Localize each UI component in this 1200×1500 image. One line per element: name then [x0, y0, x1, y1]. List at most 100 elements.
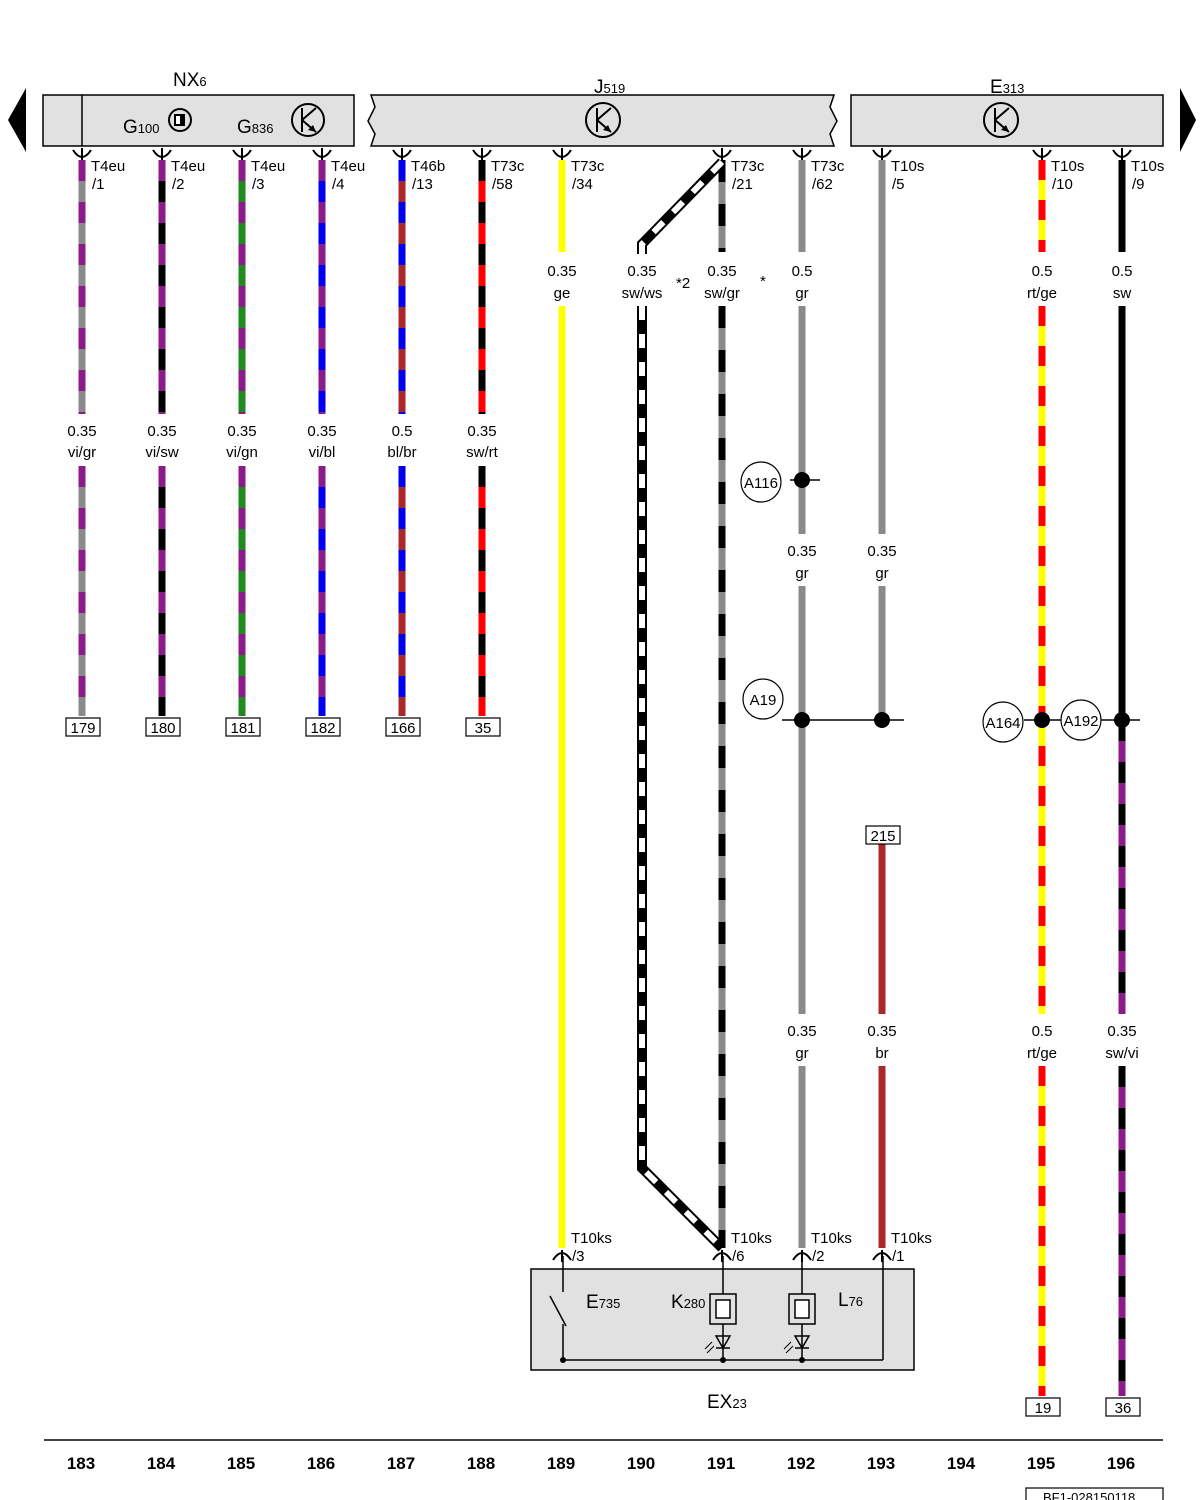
- svg-text:E735: E735: [586, 1292, 620, 1313]
- svg-text:E313: E313: [990, 77, 1024, 98]
- nx6-sub: 6: [199, 74, 206, 89]
- wire-outline: [637, 158, 726, 254]
- g836-label: G: [237, 117, 252, 138]
- pin-num: /2: [172, 176, 185, 193]
- pin-conn: T73c: [571, 158, 605, 175]
- triangle-right-icon[interactable]: [1180, 88, 1196, 152]
- pin-conn: T10ks: [571, 1230, 612, 1247]
- connector-pin-icon: [712, 1250, 732, 1262]
- pin-num: /21: [732, 176, 753, 193]
- ref-box: 180: [150, 720, 175, 737]
- svg-text:J519: J519: [594, 77, 625, 98]
- pin-conn: T4eu: [251, 158, 285, 175]
- ex23-sub: 23: [732, 1396, 746, 1411]
- pin-num: /1: [892, 1248, 905, 1265]
- splice-dot: [1114, 712, 1130, 728]
- svg-text:T73c/34: T73c/34: [571, 158, 605, 193]
- wire-color: vi/gr: [68, 444, 96, 461]
- wire-outline: [637, 306, 726, 1252]
- component-nx6: NX6 G100 G836: [42, 70, 355, 147]
- wire-color: sw/gr: [704, 285, 740, 302]
- lamp-icon: [783, 1256, 816, 1360]
- column-number: 185: [227, 1454, 255, 1473]
- wire-color: vi/bl: [309, 444, 336, 461]
- l76-sub: 76: [849, 1294, 863, 1309]
- wires: [78, 158, 1126, 1396]
- triangle-left-icon[interactable]: [8, 88, 26, 152]
- pin-labels-top: T4eu/1 T4eu/2 T4eu/3 T4eu/4 T46b/13 T73c…: [91, 158, 1164, 193]
- wire-segment: [637, 306, 726, 1252]
- wire-size: 0.35: [867, 543, 896, 560]
- g100-sub: 100: [138, 121, 160, 136]
- wire-size: 0.5: [1032, 263, 1053, 280]
- g100-label: G: [123, 117, 138, 138]
- pin-conn: T10ks: [811, 1230, 852, 1247]
- wire-color: gr: [795, 565, 808, 582]
- svg-text:G100: G100: [123, 117, 159, 138]
- pin-conn: T10ks: [891, 1230, 932, 1247]
- column-number: 192: [787, 1454, 815, 1473]
- wire-color: rt/ge: [1027, 1045, 1057, 1062]
- connector-pin-icon: [552, 1250, 572, 1262]
- ref-box: 166: [390, 720, 415, 737]
- wire-color: vi/gn: [226, 444, 258, 461]
- pin-conn: T73c: [811, 158, 845, 175]
- connector-pin-icon: [552, 148, 572, 160]
- splice-dot: [794, 712, 810, 728]
- connector-pin-icon: [1032, 148, 1052, 160]
- column-number: 187: [387, 1454, 415, 1473]
- e735-sub: 735: [599, 1296, 621, 1311]
- connector-pin-icon: [1112, 148, 1132, 160]
- wire-color: sw/ws: [622, 285, 663, 302]
- pin-num: /10: [1052, 176, 1073, 193]
- svg-text:G836: G836: [237, 117, 273, 138]
- sensor-symbol-icon: [168, 108, 192, 132]
- svg-text:T4eu/3: T4eu/3: [251, 158, 285, 193]
- wire-size: 0.35: [627, 263, 656, 280]
- electronic-module-icon: [585, 102, 621, 138]
- wire-size: 0.35: [307, 423, 336, 440]
- column-number: 189: [547, 1454, 575, 1473]
- j519-sub: 519: [604, 81, 626, 96]
- wire-color: br: [875, 1045, 888, 1062]
- pin-num: /9: [1132, 176, 1145, 193]
- pin-num: /6: [732, 1248, 745, 1265]
- footnote-marker: *2: [676, 275, 690, 292]
- column-number: 184: [147, 1454, 176, 1473]
- ref-box: 36: [1115, 1400, 1132, 1417]
- ref-box: 35: [475, 720, 492, 737]
- column-number: 193: [867, 1454, 895, 1473]
- connection-label: A19: [750, 692, 777, 709]
- wire-color: sw/rt: [466, 444, 498, 461]
- wire-color: rt/ge: [1027, 285, 1057, 302]
- wire-color: gr: [795, 1045, 808, 1062]
- l76-label: L: [838, 1290, 849, 1311]
- pin-conn: T4eu: [331, 158, 365, 175]
- pin-num: /58: [492, 176, 513, 193]
- connection-labels: A116 A19 A164 A192: [740, 461, 1102, 743]
- connector-pin-icon: [312, 148, 332, 160]
- electronic-module-icon: [983, 102, 1019, 138]
- svg-text:T10s/10: T10s/10: [1051, 158, 1084, 193]
- wire-size: 0.35: [787, 1023, 816, 1040]
- wire-size: 0.35: [547, 263, 576, 280]
- wire-size: 0.5: [792, 263, 813, 280]
- j519-label: J: [594, 77, 604, 98]
- column-number: 186: [307, 1454, 335, 1473]
- svg-text:0.5rt/ge: 0.5 rt/ge: [1027, 263, 1057, 302]
- wire-size: 0.35: [227, 423, 256, 440]
- svg-text:T73c/21: T73c/21: [731, 158, 765, 193]
- pin-num: /5: [892, 176, 905, 193]
- wire-size: 0.35: [867, 1023, 896, 1040]
- pin-num: /13: [412, 176, 433, 193]
- electronic-module-icon: [291, 103, 325, 137]
